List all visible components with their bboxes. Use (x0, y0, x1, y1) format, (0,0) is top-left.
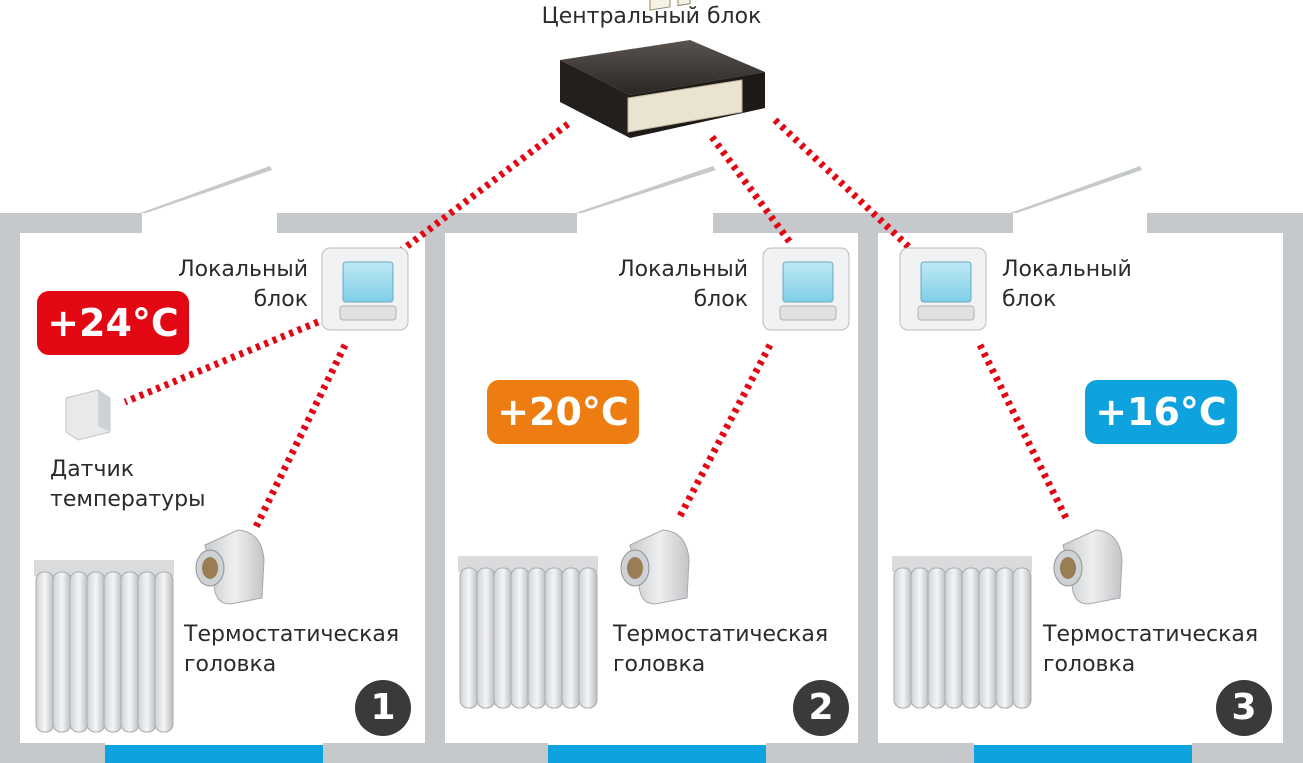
local-block-label-2: Локальный блок (590, 255, 748, 315)
signal-lines (123, 117, 1072, 529)
radiator-3 (892, 556, 1032, 709)
local-block-label-3-line2: блок (1002, 287, 1057, 312)
thermostat-label-2-line1: Термостатическая (613, 622, 829, 647)
temperature-badge-2: +20°C (487, 380, 639, 444)
thermostat-label-2-line2: головка (613, 652, 706, 677)
thermostat-label-2: Термостатическая головка (613, 620, 828, 680)
local-block-label-1-line2: блок (253, 287, 308, 312)
local-block-label-1-line1: Локальный (178, 257, 308, 282)
sensor-label-line2: температуры (50, 487, 206, 512)
local-block-label-1: Локальный блок (150, 255, 308, 315)
thermostat-label-1: Термостатическая головка (184, 620, 399, 680)
local-block-1-device (321, 247, 409, 331)
local-block-label-3: Локальный блок (1002, 255, 1132, 315)
thermostatic-head-1 (195, 529, 265, 605)
radiator-2 (458, 556, 598, 709)
thermostat-label-1-line2: головка (184, 652, 277, 677)
local-block-2-device (762, 247, 850, 331)
thermostat-label-3-line2: головка (1043, 652, 1136, 677)
room-walls (0, 166, 1303, 763)
central-block-label: Центральный блок (541, 4, 762, 29)
thermostat-label-1-line1: Термостатическая (184, 622, 400, 647)
central-block-device (560, 0, 765, 138)
windows (105, 745, 1192, 763)
room-number-3: 3 (1216, 680, 1272, 736)
thermostatic-head-3 (1053, 529, 1123, 605)
temperature-badge-1: +24°C (37, 291, 189, 355)
radiator-1 (34, 560, 174, 733)
local-block-label-2-line2: блок (693, 287, 748, 312)
local-block-label-2-line1: Локальный (618, 257, 748, 282)
local-block-label-3-line1: Локальный (1002, 257, 1132, 282)
thermostatic-head-2 (620, 529, 690, 605)
thermostat-label-3: Термостатическая головка (1043, 620, 1258, 680)
room-number-1: 1 (355, 680, 411, 736)
sensor-label-line1: Датчик (50, 457, 135, 482)
local-block-3-device (899, 247, 987, 331)
temperature-sensor-device (65, 389, 111, 441)
thermostat-label-3-line1: Термостатическая (1043, 622, 1259, 647)
temperature-badge-3: +16°C (1085, 380, 1237, 444)
sensor-label: Датчик температуры (50, 455, 205, 515)
room-number-2: 2 (793, 680, 849, 736)
